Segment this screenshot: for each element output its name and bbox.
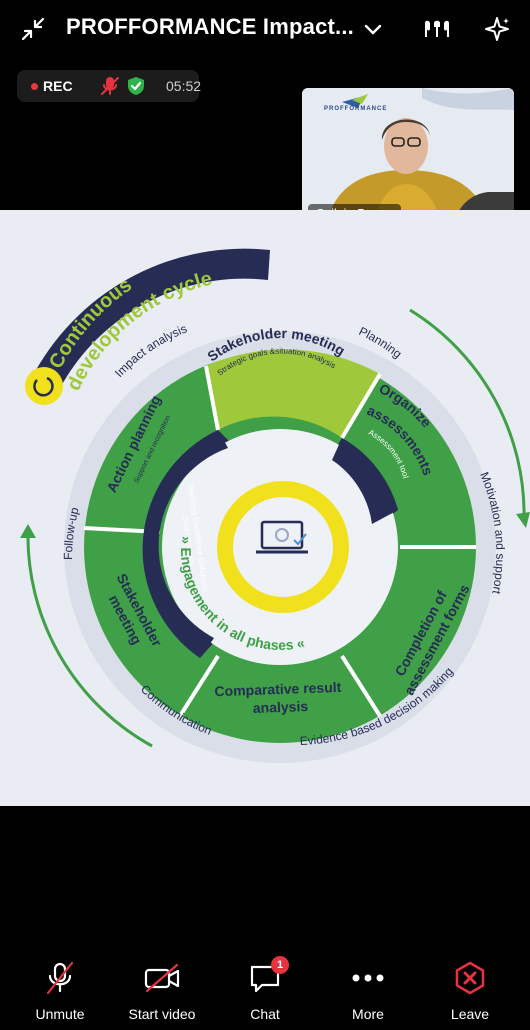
unmute-label: Unmute bbox=[35, 1006, 85, 1022]
leave-icon bbox=[450, 961, 490, 995]
laptop-icon bbox=[256, 520, 308, 554]
participant-tile-logo: PROFFORMANCE bbox=[324, 106, 388, 112]
development-cycle-diagram: Continuous development cycle Impact anal… bbox=[20, 248, 530, 763]
segment-comparative-line-2: analysis bbox=[253, 698, 309, 716]
chat-button[interactable]: 1 Chat bbox=[215, 946, 315, 1030]
audio-device-icon[interactable] bbox=[422, 14, 452, 44]
shared-screen-slide: Continuous development cycle Impact anal… bbox=[0, 210, 530, 806]
minimize-icon[interactable] bbox=[18, 14, 48, 44]
banner-arc bbox=[36, 248, 270, 388]
segment-comparative-line-1: Comparative result bbox=[214, 679, 342, 699]
sparkle-ai-icon[interactable] bbox=[482, 14, 512, 44]
segment-dividers bbox=[83, 365, 476, 718]
meeting-title[interactable]: PROFFORMANCE Impact... bbox=[66, 14, 354, 39]
participant-video-tile[interactable]: PROFFORMANCE Szilvia Besze bbox=[302, 88, 514, 228]
more-dots-icon bbox=[348, 962, 388, 994]
arrow-right bbox=[409, 308, 526, 521]
lime-segment-top bbox=[206, 349, 380, 438]
mic-muted-icon bbox=[99, 76, 121, 101]
recording-dot-icon bbox=[31, 83, 38, 90]
meeting-top-bar: PROFFORMANCE Impact... bbox=[0, 0, 530, 58]
start-video-label: Start video bbox=[128, 1006, 196, 1022]
shield-check-icon bbox=[125, 75, 147, 102]
recording-status-pill: REC 05:52 bbox=[17, 70, 202, 102]
meeting-timer: 05:52 bbox=[166, 78, 202, 94]
meeting-controls-bar: Unmute Start video 1 Chat More bbox=[0, 946, 530, 1030]
camera-off-icon bbox=[142, 962, 182, 994]
center-yellow-ring bbox=[217, 481, 349, 613]
leave-label: Leave bbox=[450, 1006, 490, 1022]
cycle-icon bbox=[25, 367, 63, 405]
leave-button[interactable]: Leave bbox=[420, 946, 520, 1030]
chat-label: Chat bbox=[250, 1006, 280, 1022]
chat-unread-badge: 1 bbox=[271, 956, 289, 974]
unmute-button[interactable]: Unmute bbox=[10, 946, 110, 1030]
mic-muted-icon bbox=[40, 961, 80, 995]
arrow-left bbox=[26, 529, 153, 748]
more-button[interactable]: More bbox=[318, 946, 418, 1030]
more-label: More bbox=[352, 1006, 384, 1022]
start-video-button[interactable]: Start video bbox=[112, 946, 212, 1030]
svg-text:Comparative result analy: Comparative result analysis bbox=[214, 679, 346, 718]
recording-label: REC bbox=[43, 78, 73, 94]
chevron-down-icon[interactable] bbox=[358, 14, 388, 44]
